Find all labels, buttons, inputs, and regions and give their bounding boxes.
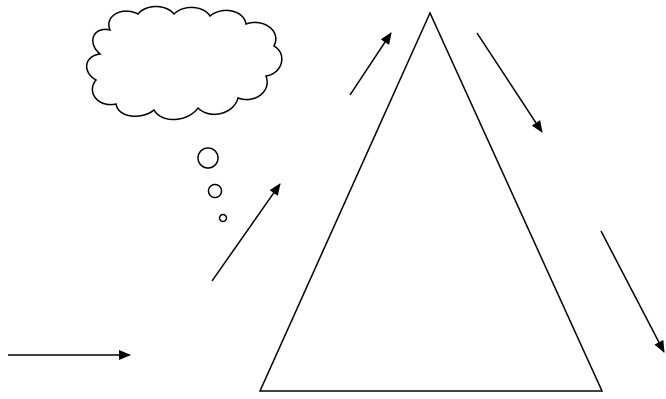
arrow-down-right-of-apex bbox=[476, 32, 543, 133]
thought-circle-medium bbox=[207, 183, 223, 199]
arrow-up-left-of-triangle bbox=[211, 183, 281, 282]
thought-cloud bbox=[86, 5, 283, 121]
thought-circle-large bbox=[197, 147, 219, 169]
triangle bbox=[258, 11, 604, 392]
arrow-up-near-apex bbox=[349, 32, 392, 96]
arrow-down-right-edge bbox=[600, 230, 665, 353]
thought-circle-small bbox=[218, 213, 228, 223]
